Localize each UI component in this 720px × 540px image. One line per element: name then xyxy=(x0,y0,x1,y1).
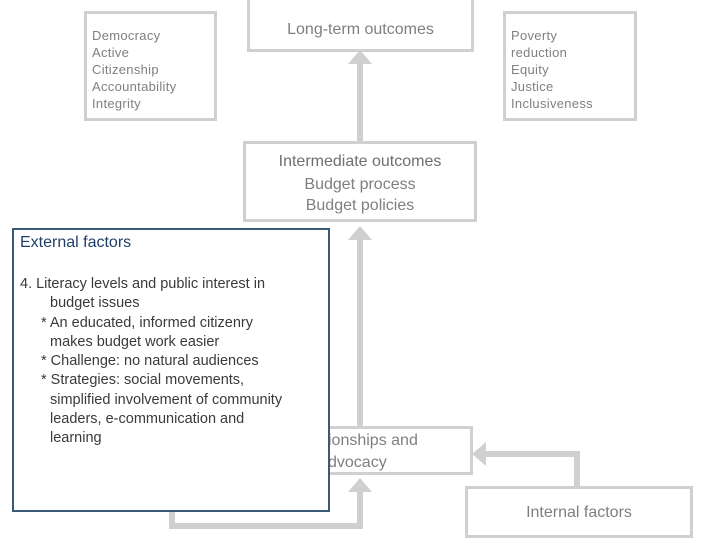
goals-item: reduction xyxy=(511,45,568,60)
relationships-advocacy-line: dvocacy xyxy=(328,454,387,471)
goals-list: Poverty reduction Equity Justice Inclusi… xyxy=(511,27,593,112)
external-factors-line: learning xyxy=(50,430,102,447)
goals-box: Poverty reduction Equity Justice Inclusi… xyxy=(503,11,637,121)
values-item: Integrity xyxy=(92,96,141,111)
connector-bottom-loop xyxy=(169,490,363,529)
values-list: Democracy Active Citizenship Accountabil… xyxy=(92,27,176,112)
external-factors-line: makes budget work easier xyxy=(50,333,220,350)
intermediate-outcomes-title: Intermediate outcomes xyxy=(278,153,442,170)
arrow-head-intermediate xyxy=(348,226,372,240)
goals-item: Poverty xyxy=(511,28,558,43)
values-item: Active xyxy=(92,45,130,60)
external-factors-title: External factors xyxy=(20,234,132,251)
external-factors-line: * Challenge: no natural audiences xyxy=(41,353,259,370)
connector-internal-to-relationships xyxy=(484,451,580,486)
goals-item: Inclusiveness xyxy=(511,96,593,111)
arrow-head-long-term xyxy=(348,50,372,64)
internal-factors-title: Internal factors xyxy=(526,504,632,521)
values-item: Democracy xyxy=(92,28,161,43)
long-term-outcomes-box: Long-term outcomes xyxy=(247,0,474,52)
arrow-head-relationships-bottom xyxy=(348,478,372,492)
external-factors-body: 4. Literacy levels and public interest i… xyxy=(20,275,320,449)
values-item: Accountability xyxy=(92,79,177,94)
external-factors-line: * Strategies: social movements, xyxy=(41,372,245,389)
external-factors-line: leaders, e-communication and xyxy=(50,411,245,428)
external-factors-line: budget issues xyxy=(50,295,140,312)
goals-item: Equity xyxy=(511,62,549,77)
intermediate-outcomes-line: Budget policies xyxy=(305,197,415,214)
goals-item: Justice xyxy=(511,79,554,94)
intermediate-outcomes-box: Intermediate outcomes Budget process Bud… xyxy=(243,141,477,222)
values-box: Democracy Active Citizenship Accountabil… xyxy=(84,11,217,121)
relationships-advocacy-line: ionships and xyxy=(328,432,418,449)
external-factors-line: 4. Literacy levels and public interest i… xyxy=(20,276,266,292)
long-term-outcomes-title: Long-term outcomes xyxy=(287,21,434,38)
arrow-head-relationships-right xyxy=(472,442,486,466)
external-factors-line: * An educated, informed citizenry xyxy=(41,314,253,331)
internal-factors-box: Internal factors xyxy=(465,486,693,538)
external-factors-line: simplified involvement of community xyxy=(50,391,283,408)
values-item: Citizenship xyxy=(92,62,159,77)
intermediate-outcomes-line: Budget process xyxy=(304,176,416,193)
external-factors-panel: External factors 4. Literacy levels and … xyxy=(12,228,330,512)
